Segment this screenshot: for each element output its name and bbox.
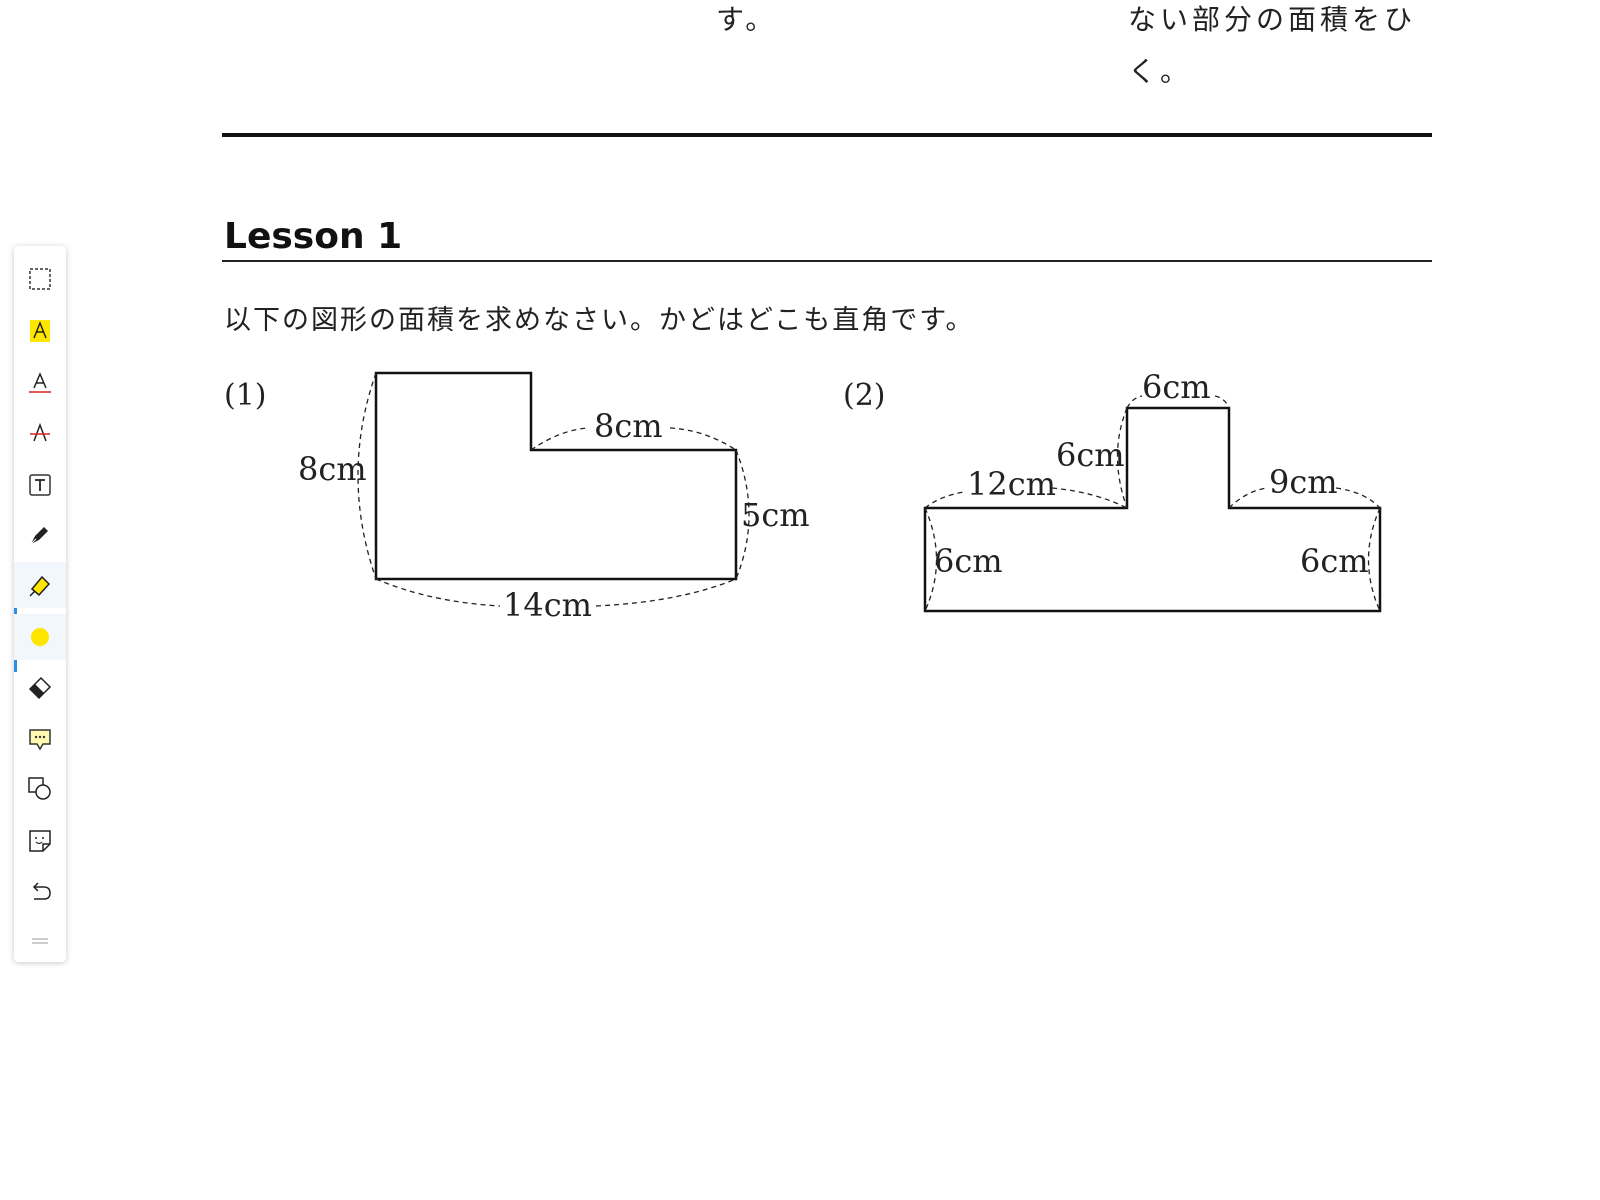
highlighter-icon [29,575,51,597]
question-number-2: (2) [843,378,886,413]
annotation-toolbar [14,246,66,962]
figure-2-label-step-left: 6cm [1056,436,1125,474]
text-box-icon [29,474,51,496]
question-number-1: (1) [224,378,267,413]
figure-2-label-left-top: 12cm [967,465,1056,503]
dashed-rectangle-icon [29,268,51,290]
instruction-text: 以下の図形の面積を求めなさい。かどはどこも直角です。 [224,305,975,336]
lesson-title-underline [222,260,1432,262]
select-tool[interactable] [14,256,66,302]
sticker-tool[interactable] [14,818,66,864]
color-dot-icon [31,628,49,646]
figure-2-label-top: 6cm [1142,368,1211,406]
figure-1-label-right: 5cm [741,496,810,534]
figure-2: 6cm 6cm 12cm 9cm 6cm 6cm [923,368,1382,613]
undo-icon [32,882,51,900]
figure-2-outline [923,406,1382,613]
highlighter-tool[interactable] [14,562,66,608]
figure-1-label-left: 8cm [298,450,367,488]
figure-2-label-right-top: 9cm [1269,463,1338,501]
color-picker[interactable] [14,614,66,660]
pen-icon [30,527,48,545]
figure-1-dimension-arcs [357,372,750,607]
figure-1: 8cm 8cm 5cm 14cm [298,371,810,624]
highlight-text-icon [30,320,50,342]
shapes-icon [28,777,51,800]
highlight-text-tool[interactable] [14,308,66,354]
underline-icon [29,372,51,393]
eraser-icon [28,676,52,700]
previous-text-fragment-right: ない部分の面積をひく。 [1128,3,1417,88]
figure-2-dimension-arcs [924,395,1381,612]
undo-tool[interactable] [14,868,66,914]
figure-2-label-left-side: 6cm [934,542,1003,580]
pen-tool[interactable] [14,512,66,558]
underline-tool[interactable] [14,360,66,406]
strikethrough-icon [30,422,50,442]
grip-icon [32,938,48,944]
figure-1-outline [374,371,738,581]
lesson-title: Lesson 1 [224,216,403,257]
shape-tool[interactable] [14,766,66,812]
comment-tool[interactable] [14,716,66,762]
strikethrough-tool[interactable] [14,410,66,456]
section-divider [222,133,1432,137]
figure-1-label-bottom: 14cm [503,586,592,624]
figure-2-label-right-side: 6cm [1300,542,1369,580]
eraser-tool[interactable] [14,664,66,710]
sticker-icon [29,830,51,852]
text-box-tool[interactable] [14,462,66,508]
figure-1-label-inner-top: 8cm [594,407,663,445]
previous-text-fragment: す。 [716,3,778,36]
comment-icon [29,729,51,751]
toolbar-drag-handle[interactable] [14,934,66,948]
